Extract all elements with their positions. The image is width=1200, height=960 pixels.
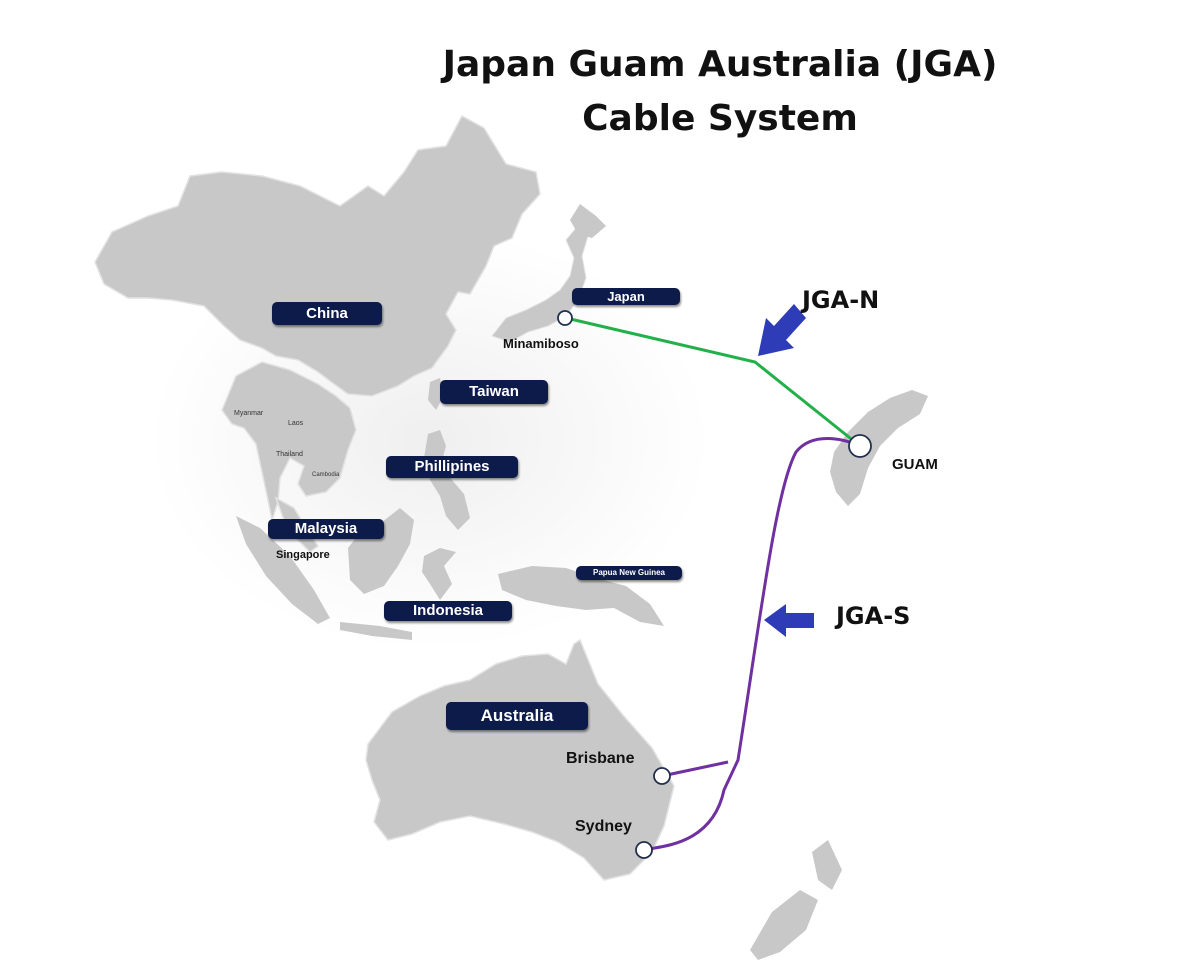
cable-jga-s bbox=[643, 437, 861, 852]
label-myanmar: Myanmar bbox=[234, 410, 264, 417]
label-guam: GUAM bbox=[892, 456, 938, 473]
landing-sydney bbox=[635, 841, 653, 859]
label-thailand: Thailand bbox=[276, 451, 303, 458]
land-new-zealand-south bbox=[750, 890, 818, 960]
land-indochina bbox=[221, 361, 357, 523]
label-indonesia: Indonesia bbox=[384, 601, 512, 621]
label-jga-n: JGA-N bbox=[802, 286, 880, 314]
landing-guam bbox=[848, 434, 872, 458]
label-laos: Laos bbox=[288, 420, 304, 427]
land-sumatra bbox=[236, 516, 330, 624]
label-taiwan: Taiwan bbox=[440, 380, 548, 404]
label-malaysia: Malaysia bbox=[268, 519, 384, 539]
land-new-guinea bbox=[498, 566, 664, 626]
land-hokkaido bbox=[570, 204, 606, 238]
label-philippines: Phillipines bbox=[386, 456, 518, 478]
label-china: China bbox=[272, 302, 382, 325]
land-sulawesi bbox=[422, 548, 456, 600]
land-philippines bbox=[424, 430, 470, 530]
label-australia: Australia bbox=[446, 702, 588, 730]
label-papua-new-guinea: Papua New Guinea bbox=[576, 566, 682, 580]
map-title: Japan Guam Australia (JGA) Cable System bbox=[380, 38, 1060, 146]
label-singapore: Singapore bbox=[276, 549, 330, 561]
arrow-jga-s-icon bbox=[764, 604, 814, 637]
label-sydney: Sydney bbox=[575, 818, 632, 835]
label-jga-s: JGA-S bbox=[836, 602, 911, 630]
map-title-line1: Japan Guam Australia (JGA) bbox=[442, 44, 998, 85]
land-china bbox=[94, 114, 541, 397]
land-guam bbox=[830, 390, 928, 506]
landing-minamiboso bbox=[557, 310, 573, 326]
cable-jga-s-brisbane-branch bbox=[661, 760, 729, 778]
landing-brisbane bbox=[653, 767, 671, 785]
land-java bbox=[340, 622, 412, 640]
label-minamiboso: Minamiboso bbox=[503, 336, 579, 351]
map-title-line2: Cable System bbox=[582, 98, 858, 139]
label-cambodia: Cambodia bbox=[312, 472, 340, 478]
land-australia bbox=[365, 638, 675, 881]
label-japan: Japan bbox=[572, 288, 680, 305]
land-new-zealand bbox=[812, 840, 842, 890]
arrow-jga-n-icon bbox=[758, 304, 806, 356]
label-brisbane: Brisbane bbox=[566, 750, 635, 767]
cable-jga-n bbox=[565, 316, 861, 448]
